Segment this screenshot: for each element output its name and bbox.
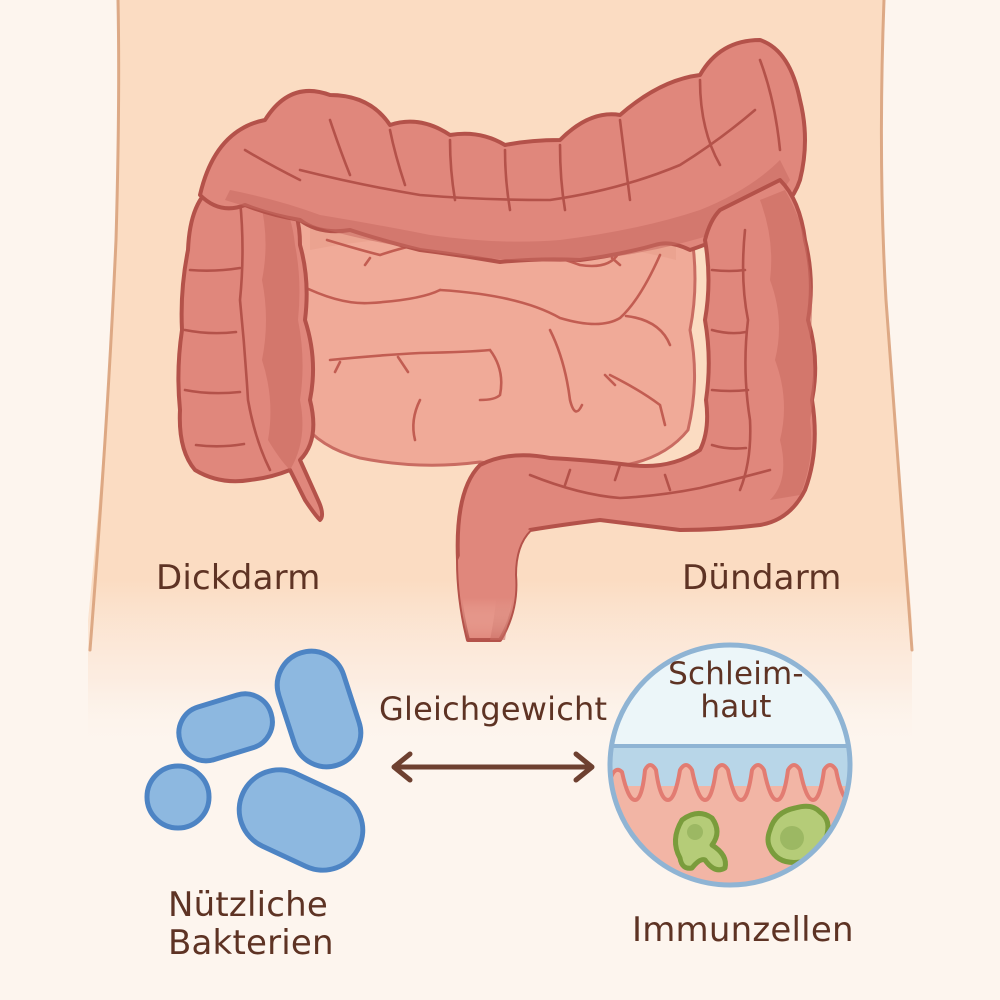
label-bacteria-line2: Bakterien	[168, 923, 334, 964]
bacterium	[176, 691, 275, 764]
bacteria-group	[144, 648, 366, 873]
label-mucosa-line1: Schleim-	[668, 656, 804, 692]
immune-cell	[673, 811, 728, 873]
label-mucosa: Schleim- haut	[640, 656, 832, 726]
bacterium	[274, 648, 364, 770]
ascending-colon	[176, 183, 325, 522]
descending-colon	[455, 178, 818, 642]
label-small-intestine: Dündarm	[682, 558, 842, 598]
bacterium	[144, 763, 212, 831]
mucosa-inset	[607, 642, 853, 888]
label-bacteria-line1: Nützliche	[168, 885, 329, 925]
transverse-colon	[198, 38, 807, 264]
label-mucosa-line2: haut	[700, 689, 772, 726]
label-immune-cells: Immunzellen	[632, 910, 854, 950]
label-beneficial-bacteria: Nützliche Bakterien	[168, 886, 334, 962]
bacterium	[236, 767, 366, 873]
label-balance: Gleichgewicht	[379, 690, 608, 728]
balance-double-arrow	[391, 751, 595, 783]
label-large-intestine: Dickdarm	[156, 558, 321, 598]
